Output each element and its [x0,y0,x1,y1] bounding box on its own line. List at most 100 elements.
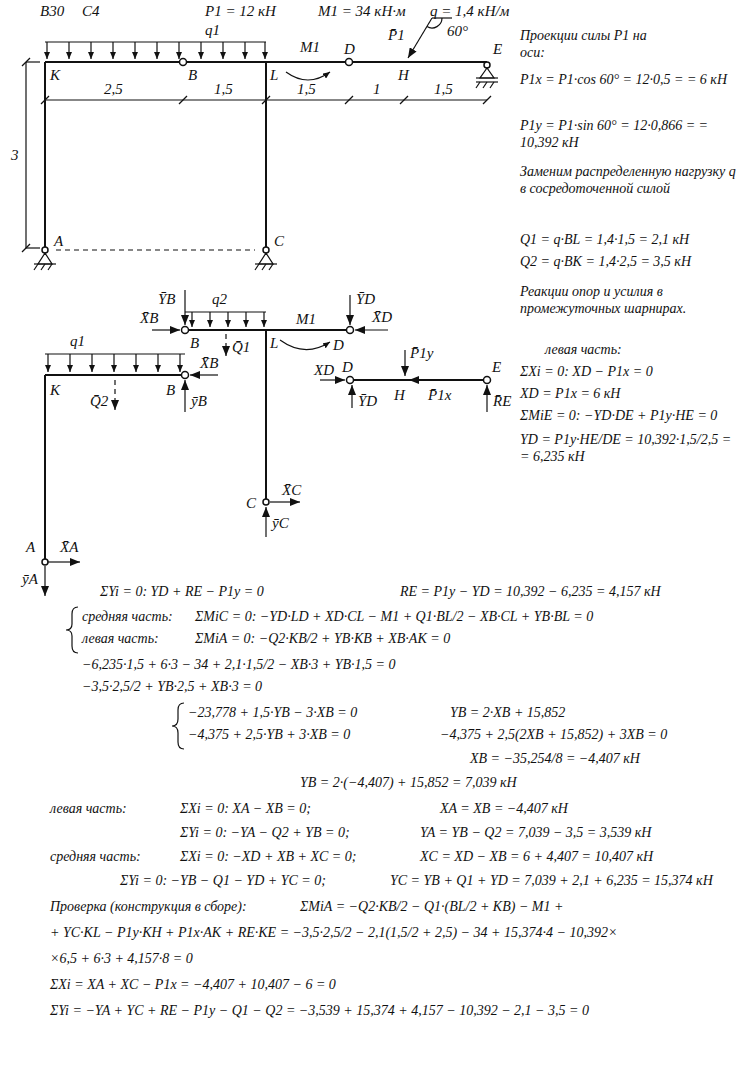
force-arrow [184,380,185,412]
figure-label: R̄E [493,392,511,410]
solution-text: −4,375 + 2,5(2XB + 15,852) + 3XB = 0 [440,727,667,744]
solution-text: XA = XB = −4,407 кН [440,801,568,818]
distributed-load [178,42,179,59]
roller-support [490,82,494,88]
force-arrow [265,507,266,537]
distributed-load [222,42,223,59]
figure-label: B [190,334,199,352]
figure-label: E [492,358,501,376]
dimension-line [26,247,40,248]
solution-text: YA = YB − Q2 = 7,039 − 3,5 = 3,539 кН [420,825,651,842]
solution-text: YD = P1y·HE/DE = 10,392·1,5/2,5 = = 6,23… [520,432,742,466]
roller-support [476,77,498,78]
moment-arrow [286,72,330,80]
distributed-load [185,312,266,327]
distributed-load [113,354,114,372]
pin-support [255,264,259,270]
distributed-load [264,42,265,59]
figure-label: 1,5 [297,80,316,98]
force-arrow [45,375,218,596]
distributed-load [45,41,266,42]
figure-label: H [394,386,405,404]
dimension-line [345,96,353,104]
force-arrow [152,329,180,330]
figure-label: K [50,66,60,84]
distributed-load [135,354,136,372]
solution-text: + YC·KL − P1y·KH + P1x·AK + RE·KE = −3,5… [50,925,617,942]
solution-text: XD = P1x = 6 кН [520,386,620,403]
brace [172,703,184,749]
figure-label: P̄1y [410,344,433,362]
frame-members [44,62,46,248]
frame-members [265,330,267,500]
solution-text: −23,778 + 1,5·YB − 3·XB = 0 [188,705,357,722]
hinge-symbol [42,372,189,566]
force-arrow [190,374,218,375]
pin-support [34,247,277,270]
figure-label: D [342,358,353,376]
pin-support [38,253,52,264]
solution-text: ΣMiA = 0: −Q2·KB/2 + YB·KB + XB·AK = 0 [195,631,450,648]
distributed-load [209,312,210,327]
figure-label: A [26,538,35,556]
solution-text: ΣXi = XA + XC − P1x = −4,407 + 10,407 − … [50,977,336,994]
figure-label: В30 [40,2,64,20]
solution-text: Q2 = q·BK = 1,4·2,5 = 3,5 кН [520,254,691,271]
figure-label: E [493,40,502,58]
solution-text: средняя часть: [50,849,141,866]
distributed-load [45,354,185,372]
distributed-load [227,312,228,327]
figure-label: X̄B [200,354,218,372]
distributed-load [191,312,192,327]
frame-members [350,380,487,381]
roller-support [476,62,498,88]
distributed-load [46,42,47,59]
hinge-symbol [180,59,187,66]
pin-support [41,264,45,270]
solution-text: левая часть: [545,342,622,359]
frame-members [44,375,46,560]
solution-text: −3,5·2,5/2 + YB·2,5 + XB·3 = 0 [82,679,262,696]
figure-label: M1 = 34 кН·м [318,2,406,20]
hinge-symbol [347,377,354,384]
pin-support [48,264,52,270]
figure-label: ȲB [158,290,176,308]
solution-text: ΣMiE = 0: −YD·DE + P1y·HE = 0 [520,408,717,425]
frame-members [45,375,185,560]
roller-support [483,82,487,88]
figure-label: q = 1,4 кН/м [430,2,509,20]
figure-label: 1 [373,80,381,98]
hinge-symbol [42,559,48,565]
distributed-load [90,42,91,59]
dimension-line [483,96,491,104]
solution-text: YB = 2·(−4,407) + 15,852 = 7,039 кН [300,775,517,792]
figure-label: C [274,232,284,250]
force-arrow [408,18,432,58]
distributed-load [45,42,266,59]
force-arrow [486,385,487,412]
figure-label: K [50,381,60,399]
figure-label: D [333,336,344,354]
solution-text: ΣMiC = 0: −YD·LD + XD·CL − M1 + Q1·BL/2 … [195,609,593,626]
dimension-line [262,96,270,104]
dimension-line [41,96,49,104]
dimension-line [25,62,26,248]
distributed-load [245,312,246,327]
force-arrow [48,561,80,562]
force-arrow [184,290,185,325]
frame-members [45,374,185,376]
solution-text: ΣYi = −YA + YC + RE − P1y − Q1 − Q2 = −3… [50,1003,589,1020]
pin-support [262,264,266,270]
figure-label: X̄D [372,308,392,326]
frame-members [265,62,267,248]
hinge-symbol [346,59,353,66]
solution-text: RE = P1y − YD = 10,392 − 6,235 = 4,157 к… [400,584,661,601]
dimension-line [179,96,187,104]
figure-label: D [344,40,355,58]
hinge-symbol [347,377,491,384]
hinge-symbol [182,327,189,334]
moment-arrow [280,340,330,350]
solution-text: XC = XD − XB = 6 + 4,407 = 10,407 кН [420,849,653,866]
force-arrow [349,295,350,325]
